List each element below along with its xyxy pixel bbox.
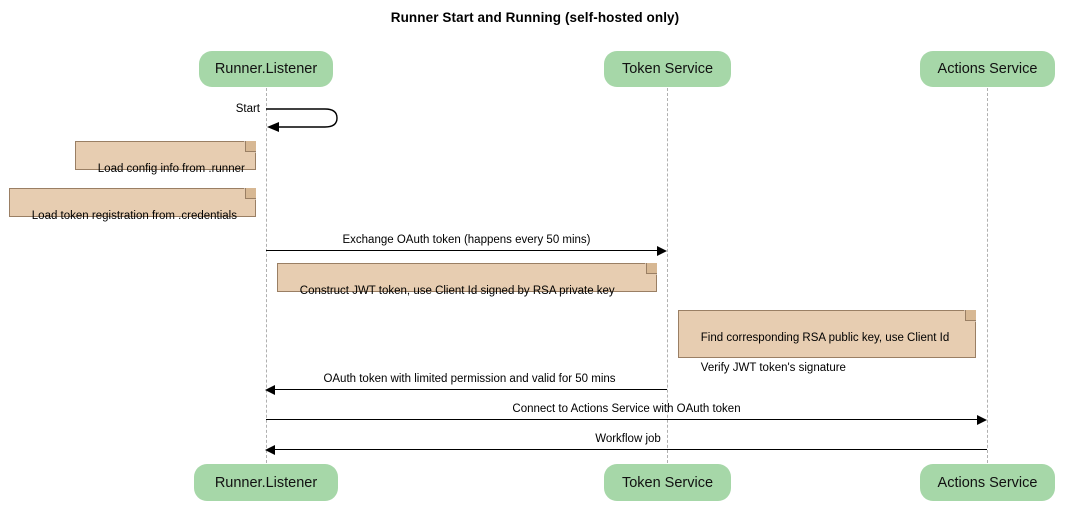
lifeline-runner (266, 88, 267, 463)
participant-runner-top[interactable]: Runner.Listener (199, 51, 333, 87)
message-start-self-loop (263, 101, 349, 135)
message-arrowhead-exchange-oauth (657, 245, 667, 256)
note-load-config-text: Load config info from .runner (97, 163, 245, 175)
note-construct-jwt-text: Construct JWT token, use Client Id signe… (299, 285, 615, 297)
participant-actions-top-label: Actions Service (937, 61, 1038, 77)
participant-runner-bottom[interactable]: Runner.Listener (194, 464, 338, 501)
participant-runner-top-label: Runner.Listener (214, 61, 318, 77)
lifeline-actions (987, 88, 988, 463)
note-fold-corner-icon (646, 263, 657, 274)
message-label-workflow-job: Workflow job (595, 433, 661, 445)
message-label-oauth-token-return: OAuth token with limited permission and … (323, 373, 616, 385)
note-verify-jwt: Find corresponding RSA public key, use C… (678, 310, 976, 374)
message-line-oauth-token-return (275, 389, 667, 390)
note-fold-corner-icon (245, 141, 256, 152)
note-verify-jwt-line-1: Find corresponding RSA public key, use C… (700, 332, 950, 344)
message-line-connect-actions (266, 419, 980, 420)
note-verify-jwt-line-2: Verify JWT token's signature (700, 362, 846, 374)
participant-token-top-label: Token Service (621, 61, 714, 77)
participant-actions-bottom-label: Actions Service (937, 474, 1038, 491)
diagram-title: Runner Start and Running (self-hosted on… (390, 10, 680, 25)
lifeline-token (667, 88, 668, 463)
note-load-config: Load config info from .runner (75, 141, 256, 175)
message-arrowhead-oauth-token-return (265, 384, 275, 395)
message-label-start: Start (235, 103, 260, 115)
participant-runner-bottom-label: Runner.Listener (214, 474, 318, 491)
message-arrowhead-workflow-job (265, 444, 275, 455)
note-load-token-registration: Load token registration from .credential… (9, 188, 256, 222)
message-line-exchange-oauth (266, 250, 660, 251)
message-label-exchange-oauth: Exchange OAuth token (happens every 50 m… (342, 234, 591, 246)
note-construct-jwt: Construct JWT token, use Client Id signe… (277, 263, 657, 297)
participant-token-bottom-label: Token Service (621, 474, 714, 491)
participant-token-bottom[interactable]: Token Service (604, 464, 731, 501)
note-load-token-registration-text: Load token registration from .credential… (31, 210, 237, 222)
participant-actions-top[interactable]: Actions Service (920, 51, 1055, 87)
note-fold-corner-icon (965, 310, 976, 321)
message-line-workflow-job (275, 449, 987, 450)
participant-actions-bottom[interactable]: Actions Service (920, 464, 1055, 501)
message-arrowhead-connect-actions (977, 414, 987, 425)
note-fold-corner-icon (245, 188, 256, 199)
message-label-connect-actions: Connect to Actions Service with OAuth to… (512, 403, 741, 415)
participant-token-top[interactable]: Token Service (604, 51, 731, 87)
